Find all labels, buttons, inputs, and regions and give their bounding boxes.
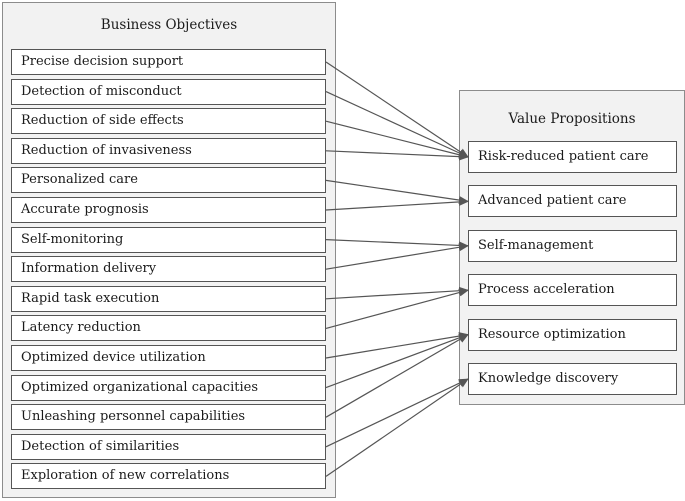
objective-box: Unleashing personnel capabilities (11, 404, 326, 431)
mapping-arrow (325, 286, 469, 300)
objective-box: Precise decision support (11, 49, 326, 75)
mapping-arrow (325, 179, 469, 205)
proposition-box: Resource optimization (468, 318, 677, 351)
mapping-arrow (325, 239, 469, 250)
mapping-arrow (325, 91, 469, 158)
objective-box: Reduction of side effects (11, 108, 326, 135)
proposition-box: Process acceleration (468, 274, 677, 307)
objective-box: Optimized organizational capacities (11, 374, 326, 401)
mapping-arrow (325, 333, 469, 389)
mapping-arrow (325, 378, 469, 448)
mapping-arrow (325, 61, 469, 158)
value-propositions-title: Value Propositions (508, 111, 636, 127)
objective-box: Detection of similarities (11, 433, 326, 460)
proposition-box: Advanced patient care (468, 185, 677, 218)
mapping-arrow (325, 120, 469, 159)
objective-box: Accurate prognosis (11, 197, 326, 223)
objective-box: Reduction of invasiveness (11, 137, 326, 164)
proposition-box: Self-management (468, 229, 677, 262)
mapping-arrow (325, 197, 469, 211)
mapping-arrow (325, 150, 469, 161)
proposition-box: Risk-reduced patient care (468, 141, 677, 173)
objective-box: Latency reduction (11, 315, 326, 342)
objective-box: Detection of misconduct (11, 78, 326, 105)
objective-box: Optimized device utilization (11, 345, 326, 371)
proposition-box: Knowledge discovery (468, 363, 677, 395)
mapping-arrow (325, 332, 469, 359)
mapping-arrow (325, 243, 469, 270)
mapping-arrow (325, 334, 469, 418)
objective-box: Self-monitoring (11, 226, 326, 253)
objective-box: Rapid task execution (11, 285, 326, 312)
mapping-arrow (325, 378, 469, 477)
business-objectives-title: Business Objectives (100, 17, 238, 33)
objective-box: Personalized care (11, 167, 326, 194)
mapping-arrow (325, 288, 469, 329)
objective-box: Exploration of new correlations (11, 463, 326, 490)
objective-box: Information delivery (11, 256, 326, 283)
